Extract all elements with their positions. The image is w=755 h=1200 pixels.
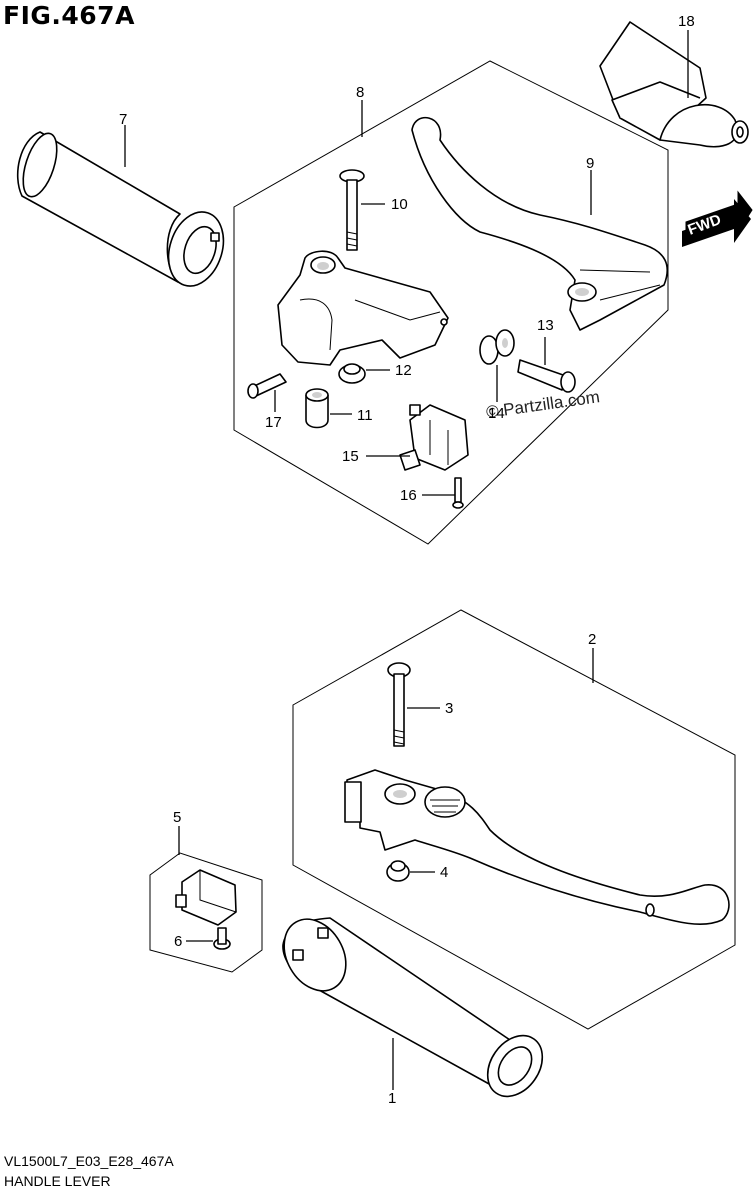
callout-labels: 7 8 18 9 10 13 12 17 11 14 15 16 2 3 4 5…	[119, 13, 695, 1107]
figure-name: HANDLE LEVER	[4, 1173, 111, 1189]
assembly-2-outline	[292, 609, 736, 1030]
callout-3: 3	[445, 700, 453, 717]
callout-8: 8	[356, 84, 364, 101]
callout-11: 11	[357, 407, 373, 424]
leader-lines	[124, 30, 689, 1090]
bolt-part-10[interactable]	[339, 169, 365, 251]
screw-part-16[interactable]	[452, 477, 464, 509]
callout-1: 1	[388, 1090, 396, 1107]
callout-7: 7	[119, 111, 127, 128]
callout-2: 2	[588, 631, 596, 648]
lever-holder-part-8[interactable]	[277, 250, 449, 366]
figure-footer: VL1500L7_E03_E28_467A HANDLE LEVER	[4, 1151, 174, 1191]
bolt-part-3[interactable]	[387, 662, 411, 747]
lever-cover-part-18[interactable]	[599, 21, 749, 148]
callout-5: 5	[173, 809, 181, 826]
callout-6: 6	[174, 933, 182, 950]
callout-9: 9	[586, 155, 594, 172]
collar-part-11[interactable]	[305, 388, 329, 429]
screw-part-6[interactable]	[213, 927, 231, 950]
brake-switch-part-5[interactable]	[175, 869, 237, 926]
screw-part-17[interactable]	[247, 373, 287, 399]
brake-lever-part-2[interactable]	[344, 769, 730, 925]
callout-17: 17	[265, 414, 282, 431]
callout-18: 18	[678, 13, 695, 30]
nut-part-4[interactable]	[386, 860, 410, 882]
clutch-switch-part-15[interactable]	[399, 404, 469, 471]
forward-direction-arrow: FWD	[682, 190, 753, 247]
callout-15: 15	[342, 448, 359, 465]
clutch-lever-part-9[interactable]	[411, 116, 669, 331]
callout-12: 12	[395, 362, 412, 379]
assembly-8-outline	[233, 60, 669, 545]
adjuster-part-14[interactable]	[479, 329, 515, 365]
callout-14: 14	[488, 405, 505, 422]
assembly-5-outline	[149, 852, 263, 973]
figure-title: FIG.467A	[3, 1, 135, 30]
left-grip-part-7[interactable]	[16, 129, 232, 293]
callout-13: 13	[537, 317, 554, 334]
figure-code: VL1500L7_E03_E28_467A	[4, 1153, 174, 1169]
callout-10: 10	[391, 196, 408, 213]
throttle-grip-part-1[interactable]	[272, 908, 554, 1107]
callout-4: 4	[440, 864, 448, 881]
nut-part-12[interactable]	[338, 363, 366, 384]
callout-16: 16	[400, 487, 417, 504]
pin-part-13[interactable]	[517, 359, 576, 393]
